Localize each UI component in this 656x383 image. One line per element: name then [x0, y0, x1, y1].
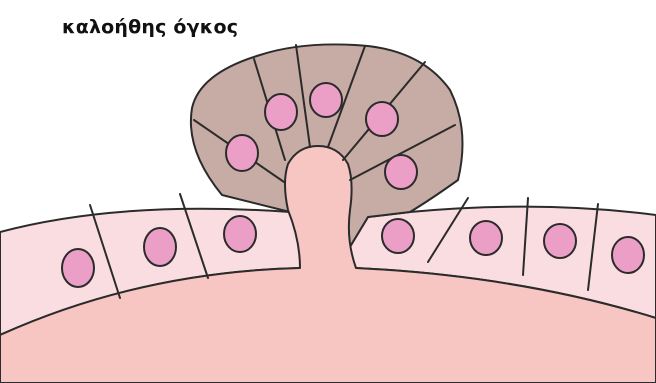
nucleus-icon — [470, 221, 502, 255]
nucleus-icon — [385, 155, 417, 189]
nucleus-icon — [265, 94, 297, 130]
nucleus-icon — [366, 102, 398, 136]
nucleus-icon — [382, 219, 414, 253]
nucleus-icon — [612, 237, 644, 273]
nucleus-icon — [226, 135, 258, 171]
nucleus-icon — [224, 216, 256, 252]
nucleus-icon — [144, 228, 176, 266]
nucleus-icon — [544, 224, 576, 258]
nucleus-icon — [310, 83, 342, 117]
nucleus-icon — [62, 249, 94, 287]
